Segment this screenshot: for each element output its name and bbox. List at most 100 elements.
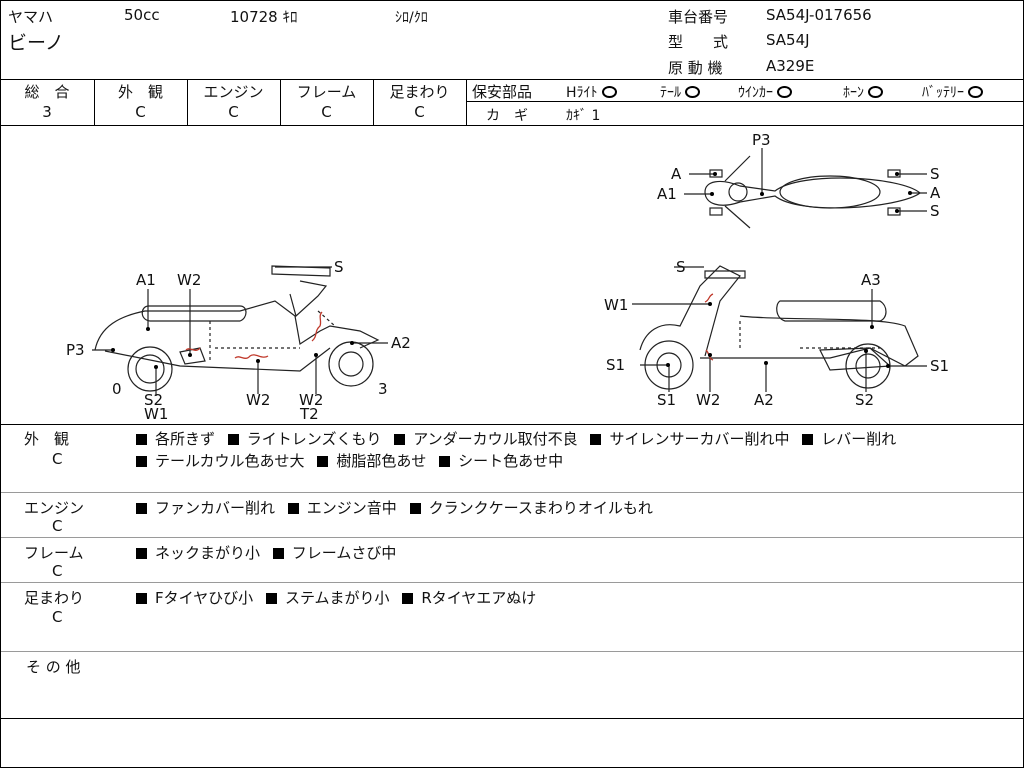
safety-item-battery: ﾊﾞｯﾃﾘｰ (922, 82, 983, 102)
svg-text:W2: W2 (177, 271, 201, 289)
bullet-icon (227, 434, 239, 445)
ok-mark-icon (685, 86, 700, 98)
bullet-icon (265, 593, 277, 604)
diagram-labels-left: A1 W2 S P3 A2 0 S2 W1 W2 W2 T2 3 (66, 258, 411, 423)
damage-diagram: A1 W2 S P3 A2 0 S2 W1 W2 W2 T2 3 S W1 A3… (66, 131, 949, 423)
grade-value: C (321, 103, 332, 121)
svg-text:P3: P3 (752, 131, 771, 149)
condition-grade: C (52, 608, 63, 626)
svg-text:S: S (676, 258, 686, 276)
displacement: 50cc (124, 6, 160, 24)
condition-grade: C (52, 562, 63, 580)
frame-no-value: SA54J-017656 (766, 6, 872, 24)
svg-text:S1: S1 (657, 391, 676, 409)
bullet-icon (136, 593, 147, 604)
divider (0, 492, 1024, 493)
grade-value: C (414, 103, 425, 121)
bullet-icon (136, 548, 147, 559)
svg-text:A2: A2 (754, 391, 774, 409)
condition-label: 足まわり (24, 589, 85, 607)
model-label: 型 式 (668, 33, 729, 51)
bullet-icon (287, 503, 299, 514)
ok-mark-icon (777, 86, 792, 98)
svg-text:0: 0 (112, 380, 122, 398)
safety-label: 保安部品 (472, 83, 533, 101)
svg-text:W1: W1 (604, 296, 628, 314)
svg-text:W2: W2 (696, 391, 720, 409)
divider (0, 651, 1024, 652)
leader-lines (92, 148, 927, 396)
svg-text:S2: S2 (144, 391, 163, 409)
engine-label: 原 動 機 (668, 59, 723, 77)
bullet-icon (409, 503, 421, 514)
condition-grade: C (52, 450, 63, 468)
svg-text:S2: S2 (855, 391, 874, 409)
svg-text:W2: W2 (299, 391, 323, 409)
divider (0, 125, 1024, 126)
divider (0, 582, 1024, 583)
model-value: SA54J (766, 31, 810, 49)
safety-item-winker: ｳｲﾝｶｰ (738, 82, 792, 102)
svg-text:W2: W2 (246, 391, 270, 409)
safety-item-headlight: Hﾗｲﾄ (566, 82, 617, 102)
bullet-icon (394, 434, 406, 445)
ok-mark-icon (868, 86, 883, 98)
bullet-icon (136, 456, 147, 467)
divider (0, 537, 1024, 538)
bullet-icon (590, 434, 602, 445)
model-name: ビーノ (8, 32, 64, 54)
damage-marks (185, 293, 714, 361)
condition-line: Fタイヤひび小 ステムまがり小 Rタイヤエアぬけ (136, 587, 536, 608)
condition-line: ネックまがり小 フレームさび中 (136, 542, 396, 563)
bullet-icon (136, 503, 147, 514)
condition-label: そ の 他 (26, 658, 81, 676)
svg-text:A1: A1 (136, 271, 156, 289)
scooter-left-view (94, 265, 380, 392)
svg-text:3: 3 (378, 380, 388, 398)
frame-no-label: 車台番号 (668, 8, 729, 26)
mileage: 10728 ｷﾛ (230, 8, 298, 26)
svg-text:S1: S1 (606, 356, 625, 374)
maker: ヤマハ (8, 8, 54, 26)
condition-line: 各所きず ライトレンズくもり アンダーカウル取付不良 サイレンサーカバー削れ中 … (136, 428, 896, 449)
condition-label: エンジン (24, 499, 85, 517)
svg-text:S: S (334, 258, 344, 276)
condition-line: ファンカバー削れ エンジン音中 クランクケースまわりオイルもれ (136, 497, 653, 518)
ok-mark-icon (601, 86, 617, 98)
safety-item-horn: ﾎｰﾝ (843, 82, 883, 102)
condition-line: テールカウル色あせ大 樹脂部色あせ シート色あせ中 (136, 450, 563, 471)
grade-label: 外 観 (117, 83, 163, 101)
svg-text:T2: T2 (299, 405, 319, 423)
svg-text:W1: W1 (144, 405, 168, 423)
engine-value: A329E (766, 57, 815, 75)
svg-text:A: A (930, 184, 941, 202)
divider (0, 424, 1024, 425)
bullet-icon (272, 548, 284, 559)
grade-value: C (135, 103, 146, 121)
condition-grade: C (52, 517, 63, 535)
svg-text:S1: S1 (930, 357, 949, 375)
bullet-icon (317, 456, 329, 467)
svg-text:A2: A2 (391, 334, 411, 352)
condition-label: 外 観 (24, 430, 70, 448)
bullet-icon (136, 434, 147, 445)
grade-label: フレーム (296, 83, 357, 101)
bullet-icon (802, 434, 814, 445)
diagram-labels-right: S W1 A3 S1 S1 S1 W2 A2 S2 (604, 258, 949, 409)
bullet-icon (439, 456, 451, 467)
bullet-icon (402, 593, 414, 604)
key-value: ｶｷﾞ 1 (566, 108, 601, 124)
ok-mark-icon (968, 86, 983, 98)
diagram-labels-top: P3 A A1 S A S (657, 131, 941, 220)
key-label: カ ギ (486, 108, 528, 124)
divider (0, 718, 1024, 719)
grade-value: C (228, 103, 239, 121)
marker-dots (111, 172, 912, 369)
svg-text:P3: P3 (66, 341, 85, 359)
condition-label: フレーム (24, 544, 84, 562)
svg-text:A: A (671, 165, 682, 183)
scooter-top-view (704, 155, 921, 229)
divider (0, 79, 1024, 80)
safety-item-tail: ﾃｰﾙ (660, 82, 700, 102)
svg-text:S: S (930, 202, 940, 220)
